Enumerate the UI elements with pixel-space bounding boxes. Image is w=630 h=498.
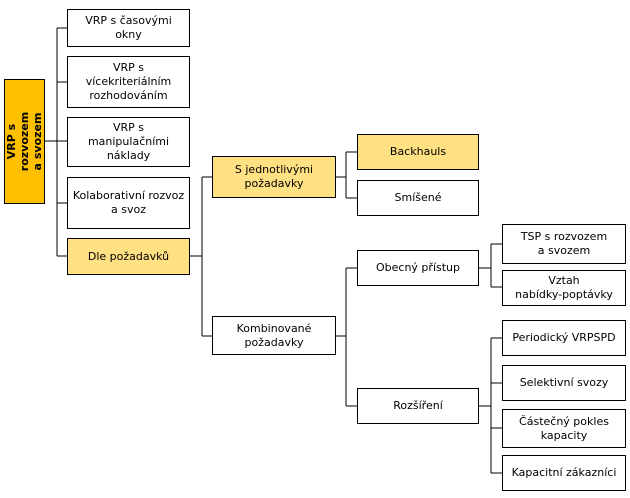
node-backhauls: Backhauls: [357, 134, 479, 170]
root-node: VRP s rozvozem a svozem: [4, 79, 45, 204]
node-label: Rozšíření: [393, 399, 443, 412]
node-selective-pickups: Selektivní svozy: [502, 365, 626, 401]
node-label: Vztah nabídky-poptávky: [515, 274, 613, 301]
node-mixed: Smíšené: [357, 180, 479, 216]
node-by-demand: Dle požadavků: [67, 238, 190, 275]
node-label: Kombinované požadavky: [236, 321, 312, 349]
node-vrp-handling-costs: VRP s manipulačními náklady: [67, 117, 190, 167]
node-partial-capacity-drop: Částečný pokles kapacity: [502, 409, 626, 448]
node-label: TSP s rozvozem a svozem: [520, 230, 608, 257]
node-general-approach: Obecný přístup: [357, 250, 479, 286]
node-vrp-multicriteria: VRP s vícekriteriálním rozhodováním: [67, 56, 190, 108]
node-tsp-pickup-delivery: TSP s rozvozem a svozem: [502, 224, 626, 264]
node-label: Kolaborativní rozvoz a svoz: [72, 189, 185, 216]
node-label: S jednotlivými požadavky: [234, 163, 314, 190]
node-label: Dle požadavků: [87, 249, 170, 263]
node-label: Kapacitní zákazníci: [511, 466, 617, 479]
node-collaborative: Kolaborativní rozvoz a svoz: [67, 177, 190, 229]
node-label: Selektivní svozy: [519, 376, 609, 389]
node-label: Smíšené: [394, 191, 442, 204]
node-label: Obecný přístup: [376, 261, 460, 274]
node-single-demand: S jednotlivými požadavky: [212, 156, 336, 198]
node-label: Periodický VRPSPD: [512, 331, 616, 344]
root-label: VRP s rozvozem a svozem: [5, 111, 44, 172]
node-label: Backhauls: [389, 145, 447, 158]
node-label: VRP s vícekriteriálním rozhodováním: [85, 61, 172, 102]
node-combined-demand: Kombinované požadavky: [212, 316, 336, 355]
node-supply-demand: Vztah nabídky-poptávky: [502, 270, 626, 306]
node-label: VRP s manipulačními náklady: [87, 121, 170, 162]
node-periodic-vrpspd: Periodický VRPSPD: [502, 320, 626, 356]
node-extensions: Rozšíření: [357, 388, 479, 424]
node-vrp-time-windows: VRP s časovými okny: [67, 9, 190, 47]
node-label: VRP s časovými okny: [85, 14, 172, 41]
node-capacity-customers: Kapacitní zákazníci: [502, 455, 626, 491]
node-label: Částečný pokles kapacity: [519, 414, 609, 442]
